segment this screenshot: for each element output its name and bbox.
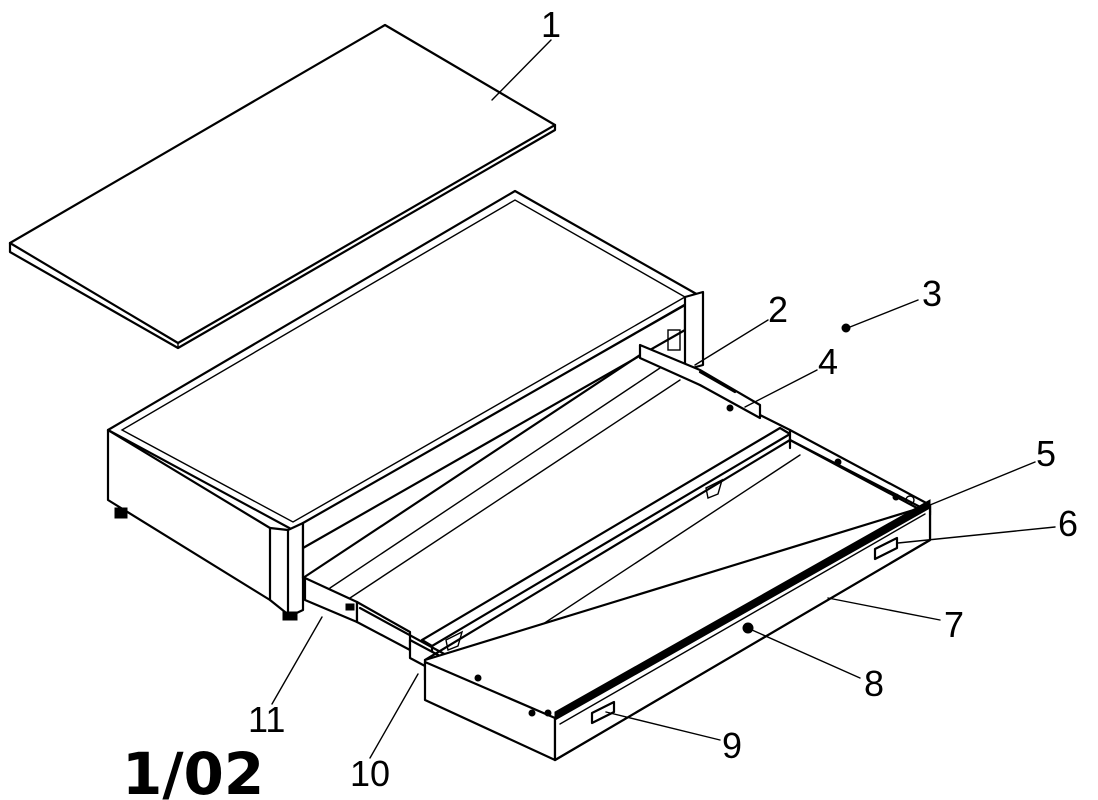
label-11: 11	[248, 699, 285, 740]
reference-point-3	[841, 323, 851, 333]
label-1: 1	[541, 4, 561, 45]
label-4: 4	[818, 341, 838, 382]
label-9: 9	[722, 725, 742, 766]
label-2: 2	[768, 289, 788, 330]
label-6: 6	[1058, 503, 1078, 544]
label-5: 5	[1036, 433, 1056, 474]
label-7: 7	[944, 604, 964, 645]
label-3: 3	[922, 273, 942, 314]
label-10: 10	[350, 753, 390, 794]
sheet-number: 1/02	[122, 740, 264, 800]
leader-lines	[271, 39, 1056, 759]
reference-labels: 1 2 3 4 5 6 7 8 9 10 11	[248, 4, 1078, 794]
drawer-tray	[423, 428, 932, 762]
right-slide-assembly	[638, 343, 762, 420]
label-8: 8	[864, 663, 884, 704]
cabinet-body	[106, 189, 705, 621]
lid-panel	[8, 23, 557, 350]
